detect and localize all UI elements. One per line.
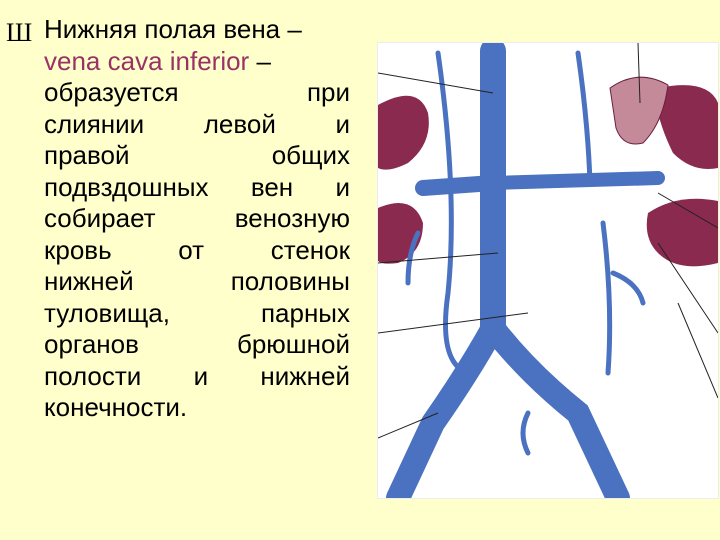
latin-term-line: vena cava inferior – [44, 46, 350, 78]
body-line: правой общих [44, 140, 350, 172]
body-word: при [306, 77, 350, 107]
body-line: органов брюшной [44, 329, 350, 361]
body-line: собирает венозную [44, 203, 350, 235]
body-word: венозную [234, 203, 350, 233]
body-word: полости [44, 360, 142, 391]
bullet-marker: Ш [6, 18, 33, 47]
right-lumbar-vein [435, 50, 471, 376]
left-lumbar-vein [600, 220, 613, 376]
body-word: половины [230, 266, 350, 296]
callout-lines [378, 43, 718, 439]
left-kidney-lower [646, 198, 718, 267]
body-word: от [178, 234, 205, 265]
ivc-diagram [377, 42, 719, 499]
body-line: слиянии левой и [44, 109, 350, 141]
body-word: брюшной [236, 329, 350, 359]
veins [386, 43, 665, 498]
left-kidney-upper [658, 85, 718, 169]
body-line: конечности. [44, 392, 350, 424]
left-renal-vein [486, 171, 665, 190]
body-word: подвздошных [44, 171, 209, 202]
body-word: кровь [44, 234, 112, 265]
right-common-iliac [386, 316, 505, 498]
lumbar-branch-1 [405, 230, 421, 286]
body-word: нижней [260, 360, 350, 391]
body-word: стенок [270, 234, 350, 265]
median-sacral-vein [520, 410, 531, 456]
right-kidney-upper [378, 95, 429, 170]
body-word: конечности. [44, 392, 188, 422]
slide-text: Нижняя полая вена – vena cava inferior –… [44, 14, 350, 424]
body-word: туловища, [44, 297, 170, 328]
body-word: нижней [44, 266, 134, 296]
lumbar-branch-2 [610, 270, 646, 306]
body-word: собирает [44, 203, 156, 233]
left-common-iliac [481, 316, 630, 498]
body-line: полости и нижней [44, 361, 350, 393]
body-line: нижней половины [44, 266, 350, 298]
body-word: и [193, 360, 209, 391]
body-line: кровь от стенок [44, 235, 350, 267]
body-word: левой [203, 108, 276, 139]
body-word: правой [44, 140, 130, 170]
body-word: вен [250, 171, 294, 202]
latin-term: vena cava inferior [44, 45, 250, 76]
right-renal-vein [415, 175, 501, 196]
hepatic-vein [575, 50, 593, 186]
body-line: туловища, парных [44, 298, 350, 330]
heading: Нижняя полая вена – [44, 14, 302, 44]
heading-line: Нижняя полая вена – [44, 14, 350, 46]
body-word: и [335, 108, 350, 139]
latin-term-dash: – [256, 45, 271, 76]
body-word: общих [271, 140, 350, 170]
adrenal-gland [609, 76, 669, 145]
body-word: парных [260, 297, 350, 328]
kidneys [378, 76, 718, 267]
body-word: образуется [44, 77, 179, 107]
body-word: слиянии [44, 108, 145, 139]
body-line: подвздошных вен и [44, 172, 350, 204]
body-word: и [335, 171, 350, 202]
body-word: органов [44, 329, 139, 359]
body-line: образуется при [44, 77, 350, 109]
